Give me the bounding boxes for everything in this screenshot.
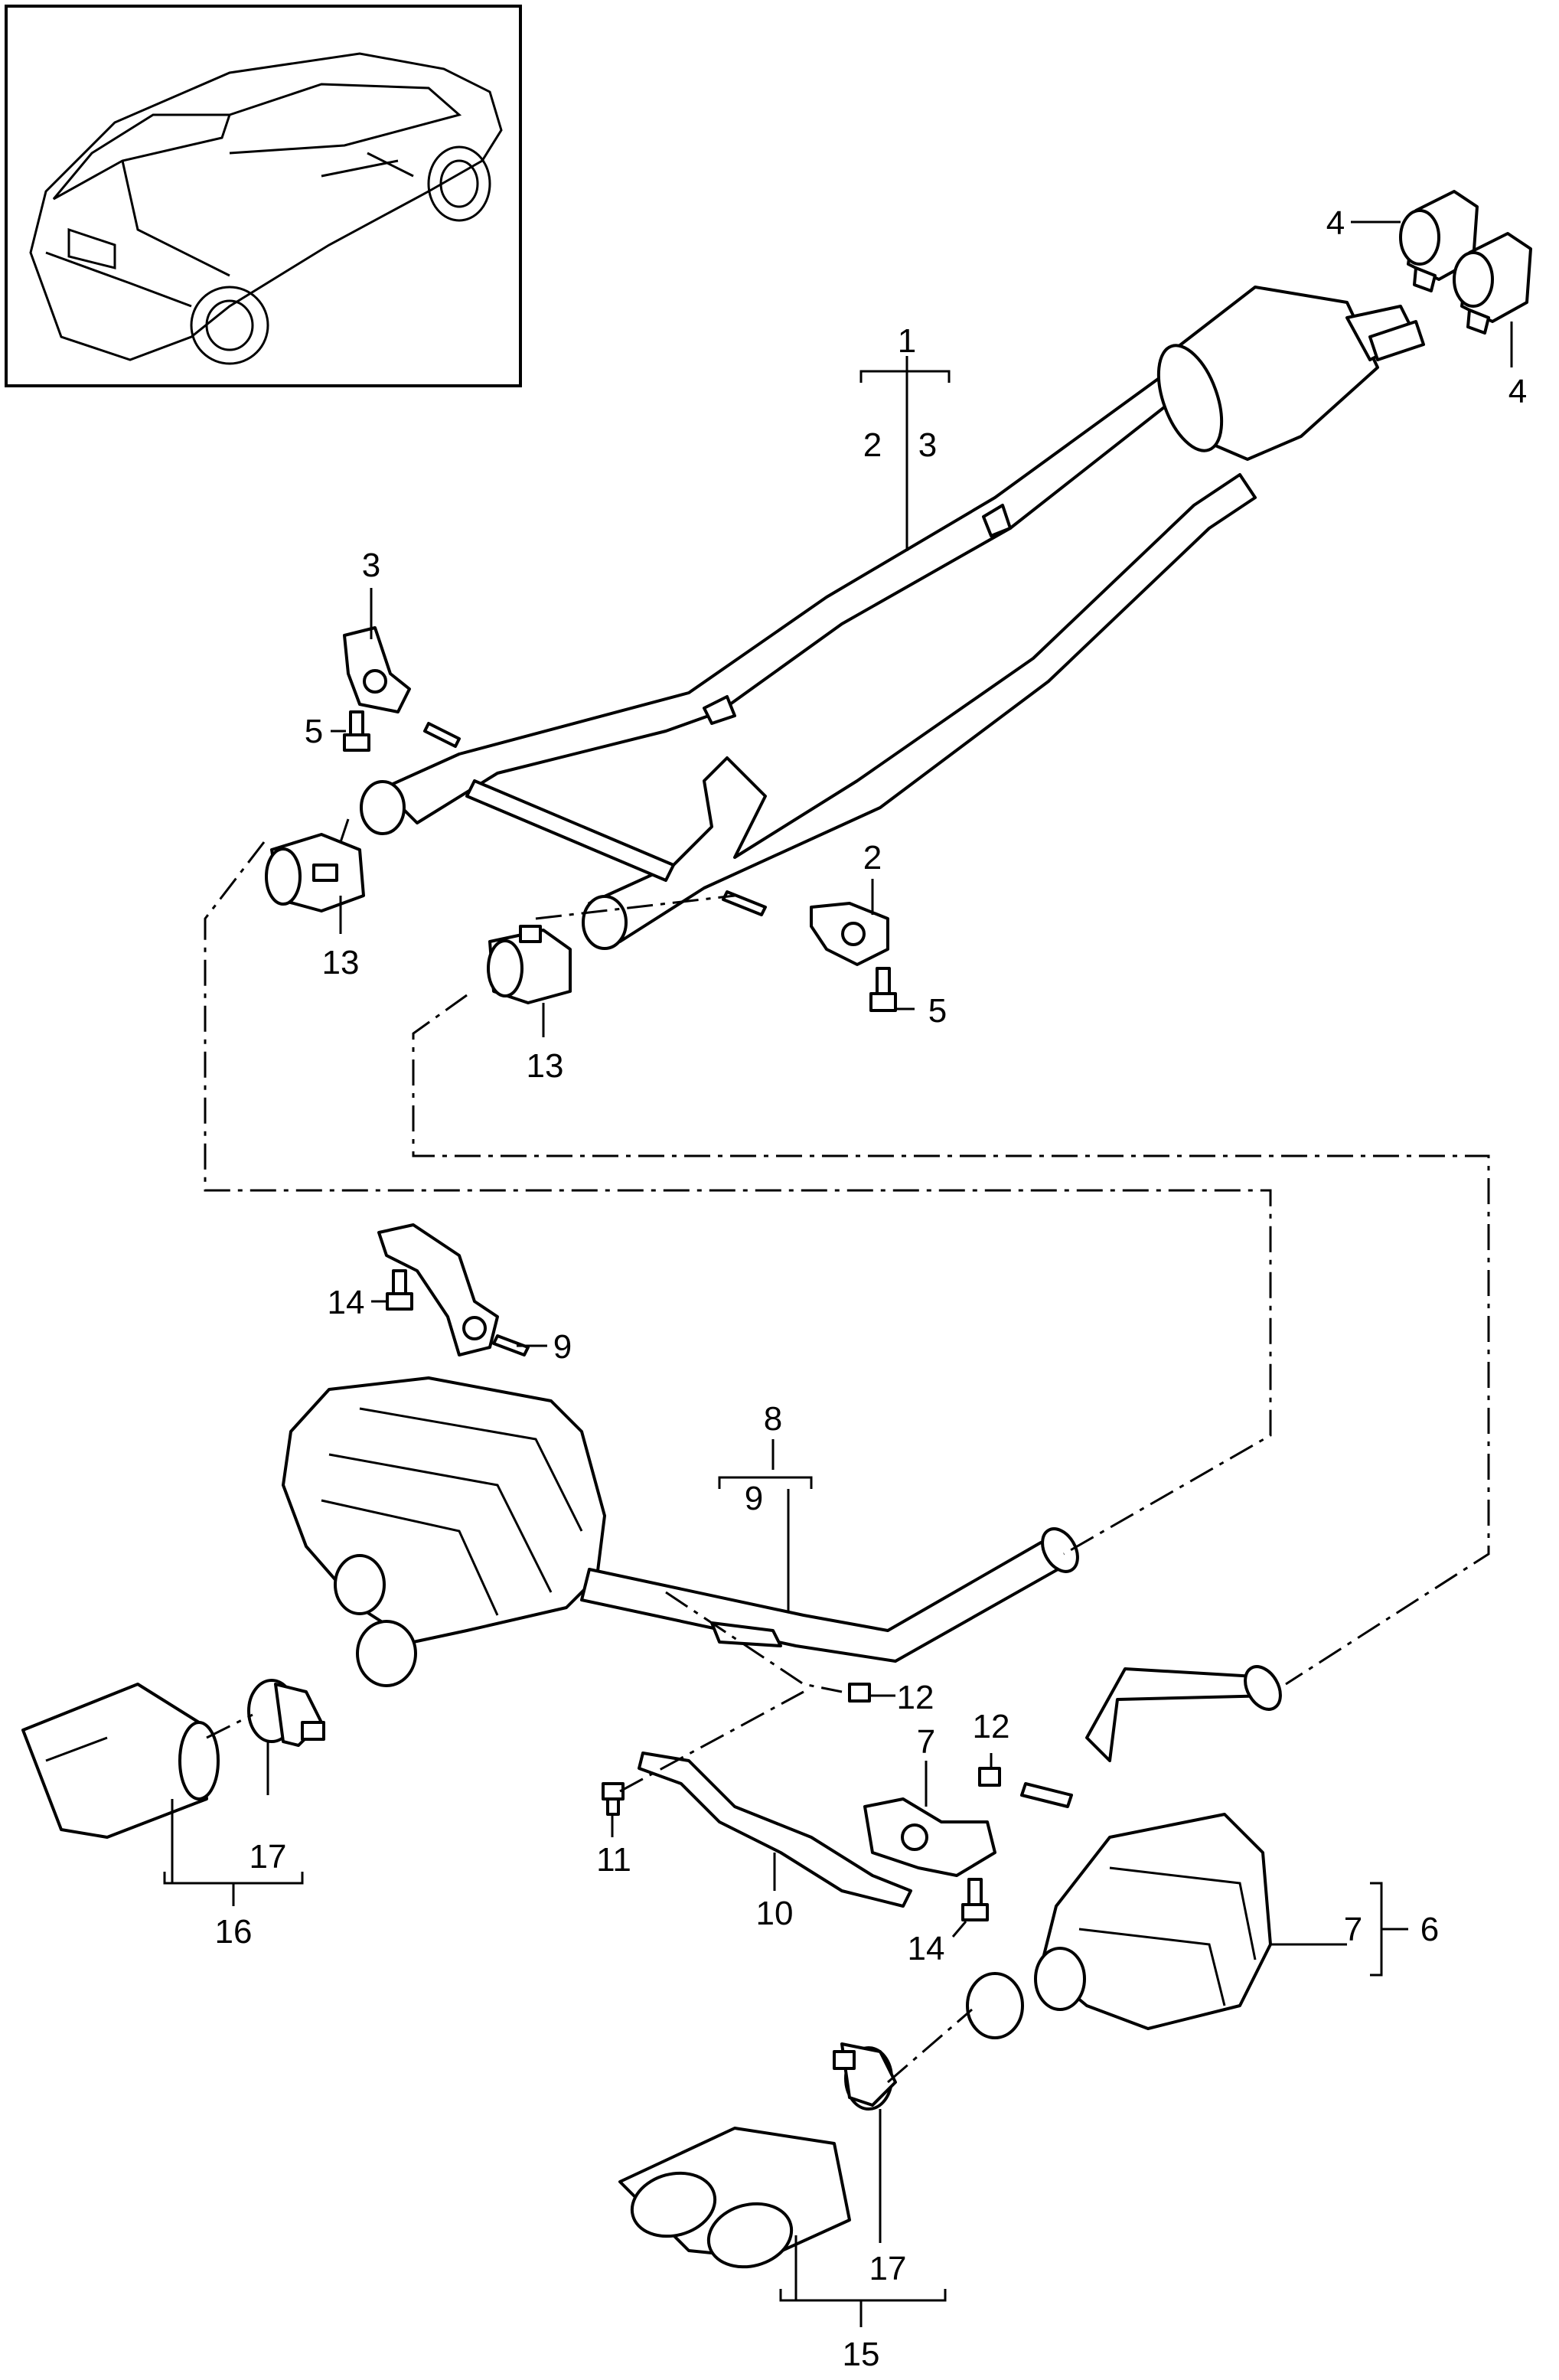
callout-14-lower: 14 — [908, 1930, 945, 1967]
vehicle-inset — [5, 5, 522, 387]
hanger-bracket-9 — [377, 1223, 530, 1357]
callout-6: 6 — [1420, 1911, 1439, 1948]
bolt-14-upper — [386, 1269, 413, 1311]
callout-1-3: 3 — [918, 426, 937, 464]
callout-13-right: 13 — [527, 1047, 564, 1085]
bolt-5-left — [343, 710, 370, 752]
rear-muffler-8 — [282, 1376, 1079, 1687]
leader-lines — [163, 220, 1513, 2327]
clamp-17-right — [833, 2042, 897, 2111]
callout-10: 10 — [756, 1895, 794, 1932]
callout-12-lower: 12 — [973, 1708, 1010, 1745]
callout-16: 16 — [215, 1913, 253, 1951]
car-illustration — [29, 52, 503, 365]
hanger-bracket-2 — [722, 890, 889, 966]
callout-17-right: 17 — [869, 2250, 907, 2287]
clamp-17-left — [247, 1679, 325, 1747]
callout-14-upper: 14 — [328, 1284, 365, 1321]
nut-12-lower — [978, 1767, 1001, 1787]
front-pipe-assembly — [360, 286, 1425, 950]
callout-3: 3 — [362, 547, 380, 584]
callout-17-left: 17 — [250, 1838, 287, 1876]
clamp-4-lower — [1453, 232, 1532, 335]
callout-8-9: 9 — [745, 1480, 763, 1517]
callout-12-upper: 12 — [897, 1679, 934, 1716]
rear-muffler-6 — [966, 1665, 1282, 2039]
bolt-5-right — [869, 967, 897, 1012]
bolt-14-lower — [961, 1878, 989, 1921]
tailpipe-15 — [618, 2127, 851, 2269]
clamp-sleeve-13-left — [265, 833, 365, 912]
callout-13-left: 13 — [322, 944, 360, 981]
tailpipe-16 — [21, 1683, 220, 1839]
callout-8: 8 — [764, 1400, 782, 1438]
callout-1: 1 — [898, 322, 916, 360]
hanger-bracket-7 — [863, 1797, 996, 1877]
callout-5-left: 5 — [305, 713, 323, 750]
callout-4-lower: 4 — [1508, 373, 1527, 410]
callout-1-2: 2 — [863, 426, 882, 464]
callout-15: 15 — [843, 2336, 880, 2373]
callout-7-lower: 7 — [1344, 1911, 1362, 1948]
hanger-bracket-3 — [343, 626, 461, 748]
callout-11: 11 — [596, 1841, 631, 1879]
callout-4-upper: 4 — [1326, 204, 1345, 242]
callout-9: 9 — [553, 1328, 572, 1366]
connection-lines — [204, 818, 1490, 2084]
bolt-11 — [602, 1782, 625, 1816]
callout-7-upper: 7 — [917, 1723, 935, 1761]
bracket-strap-10 — [638, 1752, 912, 1908]
callout-5-right: 5 — [928, 992, 947, 1030]
clamp-sleeve-13-right — [487, 925, 572, 1004]
callout-2: 2 — [863, 839, 882, 877]
callout-labels: 1 2 3 4 4 3 5 2 5 13 13 14 9 8 9 12 12 7… — [215, 204, 1528, 2373]
nut-12-upper — [848, 1683, 871, 1703]
